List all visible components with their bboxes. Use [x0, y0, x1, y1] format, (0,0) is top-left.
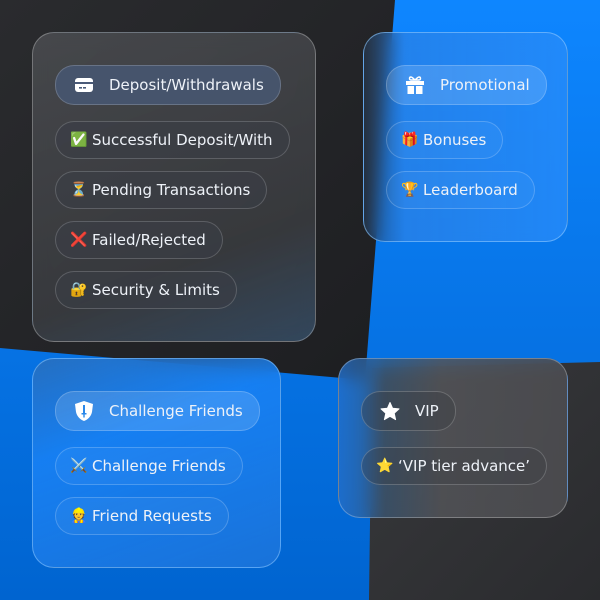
successful-deposit-label: Successful Deposit/With — [92, 131, 273, 149]
gift-emoji-icon: 🎁 — [401, 132, 419, 148]
promotional-button[interactable]: Promotional — [386, 65, 547, 105]
vip-label: VIP — [415, 402, 439, 420]
check-mark-icon: ✅ — [70, 132, 88, 148]
vip-button[interactable]: VIP — [361, 391, 456, 431]
gift-icon — [405, 75, 425, 95]
credit-card-icon — [74, 75, 94, 95]
shield-sword-icon — [74, 401, 94, 421]
star-emoji-icon: ⭐ — [376, 458, 394, 474]
bonuses-label: Bonuses — [423, 131, 487, 149]
person-laptop-icon: 👷 — [70, 508, 88, 524]
leaderboard-button[interactable]: 🏆 Leaderboard — [386, 171, 535, 209]
card-vip: VIP ⭐ ‘VIP tier advance’ — [338, 358, 568, 518]
friend-requests-button[interactable]: 👷 Friend Requests — [55, 497, 229, 535]
pending-transactions-button[interactable]: ⏳ Pending Transactions — [55, 171, 268, 209]
lock-key-icon: 🔐 — [70, 282, 88, 298]
deposit-withdrawals-label: Deposit/Withdrawals — [109, 76, 264, 94]
vip-tier-advance-label: ‘VIP tier advance’ — [398, 457, 531, 475]
failed-rejected-button[interactable]: ❌ Failed/Rejected — [55, 221, 223, 259]
challenge-friends-header-label: Challenge Friends — [109, 402, 243, 420]
star-icon — [380, 401, 400, 421]
security-limits-label: Security & Limits — [92, 281, 220, 299]
bonuses-button[interactable]: 🎁 Bonuses — [386, 121, 504, 159]
friend-requests-label: Friend Requests — [92, 507, 212, 525]
card-challenge-friends: Challenge Friends ⚔️ Challenge Friends 👷… — [32, 358, 281, 568]
challenge-friends-button[interactable]: ⚔️ Challenge Friends — [55, 447, 243, 485]
failed-rejected-label: Failed/Rejected — [92, 231, 206, 249]
crossed-swords-icon: ⚔️ — [70, 458, 88, 474]
deposit-withdrawals-button[interactable]: Deposit/Withdrawals — [55, 65, 281, 105]
pending-transactions-label: Pending Transactions — [92, 181, 251, 199]
challenge-friends-header-button[interactable]: Challenge Friends — [55, 391, 260, 431]
vip-tier-advance-button[interactable]: ⭐ ‘VIP tier advance’ — [361, 447, 548, 485]
trophy-icon: 🏆 — [401, 182, 419, 198]
successful-deposit-button[interactable]: ✅ Successful Deposit/With — [55, 121, 290, 159]
promotional-label: Promotional — [440, 76, 530, 94]
cross-mark-icon: ❌ — [70, 232, 88, 248]
card-promotional: Promotional 🎁 Bonuses 🏆 Leaderboard — [363, 32, 568, 242]
hourglass-icon: ⏳ — [70, 182, 88, 198]
leaderboard-label: Leaderboard — [423, 181, 518, 199]
card-deposit-withdrawals: Deposit/Withdrawals ✅ Successful Deposit… — [32, 32, 316, 342]
security-limits-button[interactable]: 🔐 Security & Limits — [55, 271, 237, 309]
challenge-friends-label: Challenge Friends — [92, 457, 226, 475]
